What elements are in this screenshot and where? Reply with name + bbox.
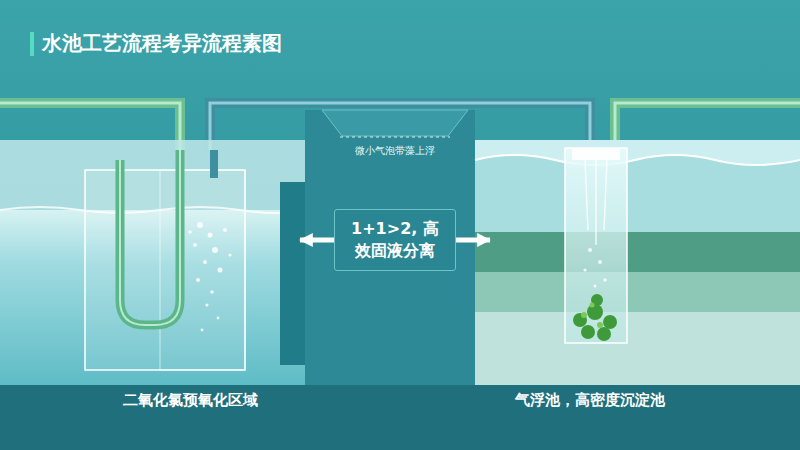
tank-region: 二氧化氯预氧化区域	[10, 140, 300, 412]
flow-arrow	[456, 238, 490, 243]
box-text: 1+1>2, 高效固液分离	[347, 218, 443, 261]
region-label: 二氧化氯预氧化区域	[80, 391, 300, 410]
tank-region: 气浮池，高密度沉淀池	[490, 140, 790, 412]
region-label: 气浮池，高密度沉淀池	[490, 391, 690, 410]
diagram-title: 水池工艺流程考异流程素图	[42, 30, 282, 57]
channel-note: 微小气泡带藻上浮	[355, 144, 435, 158]
flow-arrow	[300, 238, 334, 243]
process-box: 1+1>2, 高效固液分离	[334, 209, 456, 270]
